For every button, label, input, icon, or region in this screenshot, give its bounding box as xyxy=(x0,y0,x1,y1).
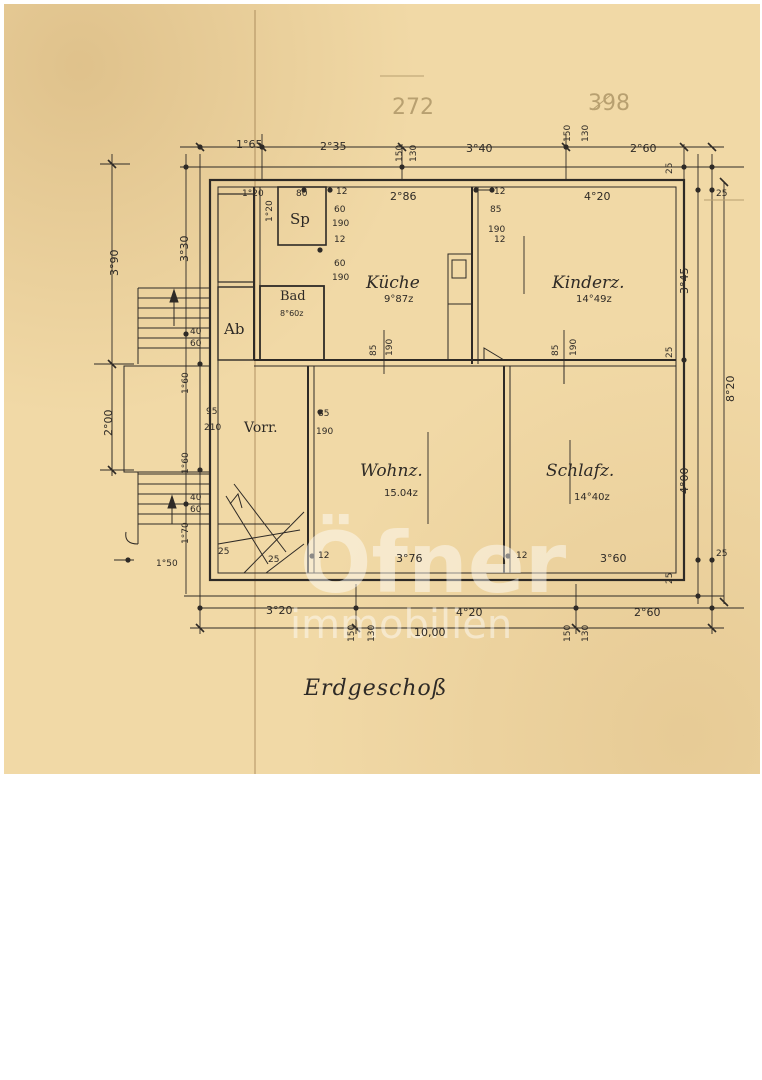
room-bad: Bad xyxy=(280,289,306,304)
dim-bottom-total: 10,00 xyxy=(414,626,446,639)
opening-o8: 190 xyxy=(385,339,395,356)
opening-o19: 40 xyxy=(190,493,202,503)
opening-o23: 1°20 xyxy=(242,189,264,199)
opening-o3: 85 xyxy=(490,205,501,215)
room-ab: Ab xyxy=(223,320,244,338)
opening-o4: 190 xyxy=(488,225,505,235)
opening-o15: 12 xyxy=(334,235,345,245)
dim-left-f: 1°70 xyxy=(181,522,191,544)
dim-inner-top-e: 12 xyxy=(494,187,505,197)
dim-bottom-w4: 130 xyxy=(581,625,591,642)
dim-bottom-w1: 150 xyxy=(347,625,357,642)
dim-left-a: 3°90 xyxy=(108,250,121,277)
room-wohnz: Wohnz. xyxy=(360,461,423,481)
pencil-lines xyxy=(380,75,744,201)
dim-top-d: 2°60 xyxy=(630,142,657,155)
dim-inner-top-d: 12 xyxy=(336,187,347,197)
opening-o11: 95 xyxy=(206,407,217,417)
dim-inner-top-b: 2°86 xyxy=(390,190,417,203)
opening-o24: 1°20 xyxy=(265,200,275,222)
opening-o21: 25 xyxy=(218,547,229,557)
dimension-lines xyxy=(94,134,744,634)
dim-left-e: 1°60 xyxy=(181,452,191,474)
watermark-sub: immobilien xyxy=(290,602,512,648)
dim-top-c: 3°40 xyxy=(466,142,493,155)
dimension-ticks xyxy=(107,142,729,633)
opening-o22: 25 xyxy=(268,555,279,565)
dim-left-c: 3°30 xyxy=(178,236,191,263)
dim-left-b: 2°00 xyxy=(102,410,115,437)
paper-sheet: Öfner immobilien Küche 9°87z Kinderz. 14… xyxy=(4,4,760,774)
dim-top-w2: 130 xyxy=(409,145,419,162)
room-kinderz: Kinderz. xyxy=(551,273,625,293)
dim-right-f: 25 xyxy=(716,549,727,559)
dim-inner-top-c: 4°20 xyxy=(584,190,611,203)
dim-bottom-w2: 130 xyxy=(367,625,377,642)
dim-top-b: 2°35 xyxy=(320,140,347,153)
opening-o9: 85 xyxy=(551,345,561,356)
dim-inner-top-a: 80 xyxy=(296,189,308,199)
kitchen-unit xyxy=(447,253,473,361)
opening-o18: 60 xyxy=(190,339,202,349)
room-sp: Sp xyxy=(290,210,310,228)
opening-o5: 60 xyxy=(334,259,346,269)
dim-inner-bottom-d: 12 xyxy=(516,551,527,561)
opening-o16: 12 xyxy=(494,235,505,245)
dim-bottom-c: 2°60 xyxy=(634,606,661,619)
dim-right-total: 8°20 xyxy=(724,376,737,403)
paper-fold xyxy=(254,10,256,774)
room-schlafz-area: 14°40z xyxy=(574,492,610,503)
opening-o13: 85 xyxy=(318,409,329,419)
dim-top-a: 1°65 xyxy=(236,138,263,151)
wall-sp xyxy=(277,186,327,246)
room-schlafz: Schlafz. xyxy=(546,461,614,481)
dim-left-d: 1°60 xyxy=(181,372,191,394)
opening-o17: 40 xyxy=(190,327,202,337)
dim-right-b: 4°00 xyxy=(678,468,691,495)
room-vorr: Vorr. xyxy=(243,420,278,436)
dim-bottom-a: 3°20 xyxy=(266,604,293,617)
opening-o12: 210 xyxy=(204,423,221,433)
room-kueche: Küche xyxy=(365,273,420,293)
opening-o10: 190 xyxy=(569,339,579,356)
dim-top-w4: 130 xyxy=(581,125,591,142)
porch xyxy=(123,365,211,473)
opening-o7: 85 xyxy=(369,345,379,356)
dim-right-g: 25 xyxy=(665,573,675,584)
room-kinderz-area: 14°49z xyxy=(576,294,612,305)
room-wohnz-area: 15.04z xyxy=(384,488,418,499)
wall-ab xyxy=(217,286,255,361)
dim-right-e: 25 xyxy=(665,347,675,358)
opening-o6: 190 xyxy=(332,273,349,283)
room-bad-area: 8°60z xyxy=(280,309,303,318)
stairs-upper xyxy=(137,287,210,364)
dim-inner-bottom-a: 3°76 xyxy=(396,552,423,565)
dim-inner-bottom-c: 12 xyxy=(318,551,329,561)
dim-top-w3: 150 xyxy=(563,125,573,142)
dim-right-a: 3°45 xyxy=(678,268,691,295)
dim-inner-bottom-b: 3°60 xyxy=(600,552,627,565)
opening-o2: 190 xyxy=(332,219,349,229)
dimension-dots xyxy=(125,144,715,611)
room-kueche-area: 9°87z xyxy=(384,294,413,305)
dim-right-c: 25 xyxy=(665,163,675,174)
door-kinderz xyxy=(483,347,505,361)
dim-bottom-b: 4°20 xyxy=(456,606,483,619)
floor-plan: Öfner immobilien Küche 9°87z Kinderz. 14… xyxy=(94,75,744,648)
opening-o20: 60 xyxy=(190,505,202,515)
dim-top-w1: 150 xyxy=(395,145,405,162)
dim-right-d: 25 xyxy=(716,189,727,199)
outer-wall-inner xyxy=(217,186,677,574)
watermark-brand: Öfner xyxy=(300,514,567,612)
stairs-lower xyxy=(125,472,210,545)
floor-caption: Erdgeschoß xyxy=(304,676,448,701)
dim-bottom-w3: 150 xyxy=(563,625,573,642)
pencil-note-b: 398 xyxy=(588,91,630,116)
opening-o14: 190 xyxy=(316,427,333,437)
dim-left-g: 1°50 xyxy=(156,559,178,569)
wall-chimney xyxy=(217,193,255,283)
opening-o1: 60 xyxy=(334,205,346,215)
pencil-note-a: 272 xyxy=(392,95,434,120)
spiral-stair xyxy=(217,483,305,574)
